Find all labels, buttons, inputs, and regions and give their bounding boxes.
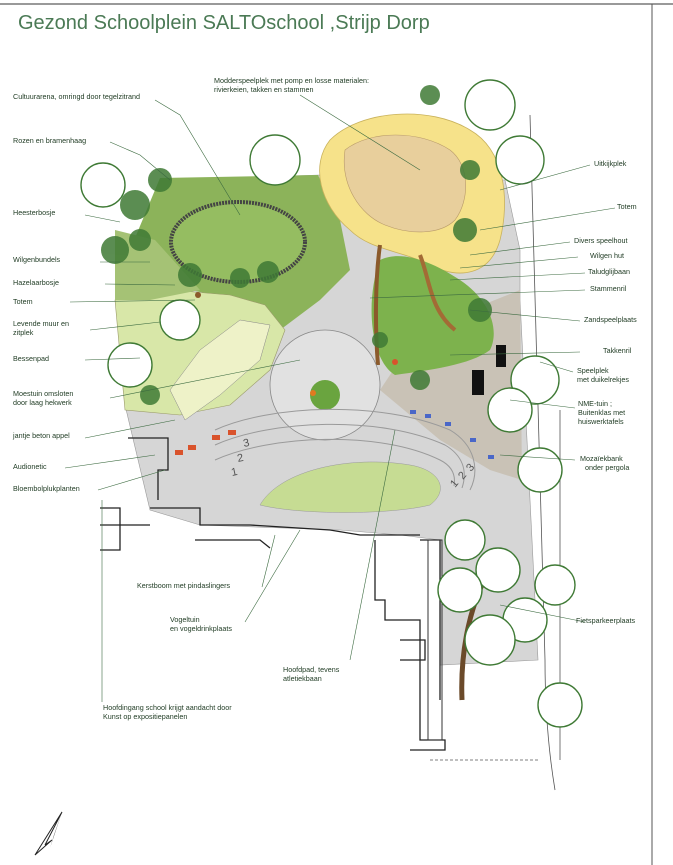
label-vogeldrinkplaats: en vogeldrinkplaats <box>170 624 232 633</box>
atletiekbaan <box>214 408 476 491</box>
label-atletiekbaan: atletiekbaan <box>283 674 322 683</box>
tree <box>444 519 486 561</box>
label-heesterbosje: Heesterbosje <box>13 208 56 217</box>
huiswerktafel <box>496 345 506 367</box>
north-arrow-icon <box>34 811 63 856</box>
label-audionetic: Audionetic <box>13 462 47 471</box>
label-speelplek: Speelplek <box>577 366 609 375</box>
tree <box>80 162 126 208</box>
label-jantje-beton: jantje beton appel <box>13 431 70 440</box>
nme-tuin <box>371 256 494 375</box>
label-kerstboom: Kerstboom met pindaslingers <box>137 581 231 590</box>
label-mozaiekbank: Mozaïekbank <box>580 454 623 463</box>
label-expositiepanelen: Kunst op expositiepanelen <box>103 712 188 721</box>
label-zitplek: zitplek <box>13 328 34 337</box>
label-taludglijbaan: Taludglijbaan <box>588 267 630 276</box>
tree <box>475 547 521 593</box>
moestuin <box>169 319 271 421</box>
track-number: 1 <box>230 466 238 479</box>
tree <box>159 299 201 341</box>
page-title: Gezond Schoolplein SALTOschool ,Strijp D… <box>18 12 430 34</box>
label-moestuin: Moestuin omsloten <box>13 389 74 398</box>
tree <box>517 447 563 493</box>
tree <box>464 79 516 131</box>
label-stammenril: Stammenril <box>590 284 627 293</box>
label-divers-speelhout: Divers speelhout <box>574 236 628 245</box>
tree <box>464 614 516 666</box>
modder-inner <box>343 134 466 233</box>
track-number: 2 <box>236 452 244 465</box>
label-duikelrekjes: met duikelrekjes <box>577 375 629 384</box>
label-modderspeelplek: Modderspeelplek met pomp en losse materi… <box>214 76 370 85</box>
taludglijbaan <box>418 254 457 332</box>
label-totem-left: Totem <box>13 297 33 306</box>
label-bessenpad: Bessenpad <box>13 354 49 363</box>
label-hoofdingang: Hoofdingang school krijgt aandacht door <box>103 703 232 712</box>
label-fietsparkeerplaats: Fietsparkeerplaats <box>576 616 636 625</box>
tree <box>537 682 583 728</box>
tree <box>249 134 301 186</box>
trees <box>80 79 583 728</box>
label-zandspeelplaats: Zandspeelplaats <box>584 315 637 324</box>
vogeltuin <box>259 461 441 513</box>
tree <box>107 342 153 388</box>
label-wilgenbundels: Wilgenbundels <box>13 255 61 264</box>
bloembollen <box>175 430 236 455</box>
label-totem-right: Totem <box>617 202 637 211</box>
tree <box>487 387 533 433</box>
label-hekwerk: door laag hekwerk <box>13 398 72 407</box>
label-bloembol: Bloembolpluk­planten <box>13 484 80 493</box>
label-levende-muur: Levende muur en <box>13 319 69 328</box>
tree <box>437 567 483 613</box>
label-nme-tuin: NME-tuin ; <box>578 399 612 408</box>
label-hoofdpad: Hoofdpad, tevens <box>283 665 340 674</box>
label-hazelaarbosje: Hazelaarbosje <box>13 278 59 287</box>
label-buitenklas: Buitenklas met <box>578 408 626 417</box>
tree <box>495 135 545 185</box>
label-takkenril: Takkenril <box>603 346 632 355</box>
label-cultuurarena: Cultuurarena, omringd door tegelzitrand <box>13 92 141 101</box>
label-uitkijkplek: Uitkijkplek <box>594 159 627 168</box>
label-modderspeelplek-2: rivierkeien, takken en stammen <box>214 85 314 94</box>
shrubs <box>101 85 492 405</box>
huiswerktafel <box>472 370 484 395</box>
label-vogeltuin: Vogeltuin <box>170 615 200 624</box>
center-green <box>310 380 340 410</box>
tree <box>534 564 576 606</box>
label-wilgen-hut: Wilgen hut <box>590 251 624 260</box>
leader-lines <box>64 94 616 702</box>
track-number: 3 <box>242 437 250 450</box>
label-pergola: onder pergola <box>585 463 630 472</box>
label-rozenhaag: Rozen en bramenhaag <box>13 136 87 145</box>
stammenril <box>373 244 382 366</box>
label-huiswerktafels: huiswerktafels <box>578 417 624 426</box>
mozaiekbank <box>410 410 494 459</box>
